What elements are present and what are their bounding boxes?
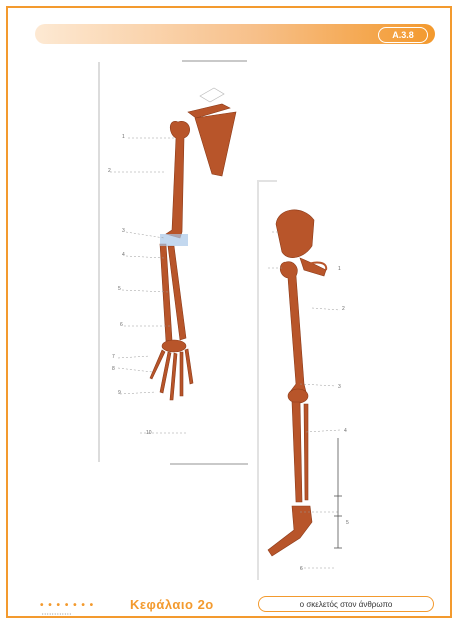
arm-label-1: 1	[122, 134, 125, 140]
leg-label-6: 6	[300, 566, 303, 572]
chapter-title: Κεφάλαιο 2ο	[130, 597, 214, 612]
footer-subtitle: • • • • • • • • • • • •	[42, 611, 71, 616]
arm-label-7: 7	[112, 354, 115, 360]
arm-label-8: 8	[112, 366, 115, 372]
arm-label-6: 6	[120, 322, 123, 328]
leg-label-3: 3	[338, 384, 341, 390]
arm-label-5: 5	[118, 286, 121, 292]
section-pill: ο σκελετός στον άνθρωπο	[258, 596, 434, 612]
leg-label-2: 2	[342, 306, 345, 312]
arm-label-3: 3	[122, 228, 125, 234]
arm-label-9: 9	[118, 390, 121, 396]
arm-label-10: 10	[146, 430, 152, 436]
arm-label-4: 4	[122, 252, 125, 258]
leg-label-5: 5	[346, 520, 349, 526]
leg-label-1: 1	[338, 266, 341, 272]
footer-dots: • • • • • • •	[40, 600, 94, 611]
leg-label-4: 4	[344, 428, 347, 434]
arm-label-2: 2	[108, 168, 111, 174]
